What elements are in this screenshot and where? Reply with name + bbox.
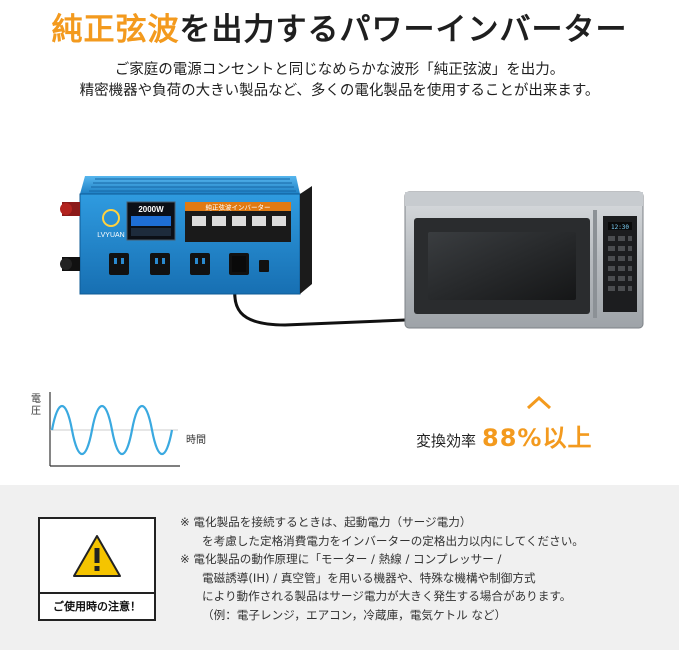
warning-icon: [73, 535, 121, 577]
caret-up-icon: [526, 396, 552, 410]
svg-text:12:30: 12:30: [611, 224, 629, 231]
notice-line: ※ 電化製品を接続するときは、起動電力（サージ電力）: [180, 515, 472, 529]
wave-x-label: 時間: [186, 435, 206, 446]
headline: 純正弦波を出力するパワーインバーター: [0, 4, 679, 49]
warning-caption: ご使用時の注意！: [40, 592, 154, 619]
sine-wave-curve: [50, 405, 174, 455]
notice-panel: ご使用時の注意！ ※ 電化製品を接続するときは、起動電力（サージ電力） を考慮し…: [0, 485, 679, 650]
intro-line-2: 精密機器や負荷の大きい製品など、多くの電化製品を使用することが出来ます。: [79, 83, 600, 99]
headline-accent: 純正弦波: [51, 12, 180, 48]
intro-line-1: ご家庭の電源コンセントと同じなめらかな波形「純正弦波」を出力。: [114, 62, 565, 78]
notice-line: （例：電子レンジ，エアコン，冷蔵庫，電気ケトル など）: [202, 607, 507, 622]
sine-wave-graph: [49, 392, 180, 467]
notice-line: により動作される製品はサージ電力が大きく発生する場合があります。: [202, 589, 572, 603]
product-photo: LVYUAN 2000W 純正弦波インバーター: [60, 176, 644, 329]
sine-wave-diagram: 電圧 時間: [20, 388, 250, 478]
wattage-label: 2000W: [138, 205, 164, 214]
efficiency-label: 変換効率: [416, 432, 477, 450]
warning-box: ご使用時の注意！: [38, 517, 156, 621]
brand-label: LVYUAN: [97, 232, 125, 239]
efficiency-callout: 変換効率 88%以上: [416, 418, 592, 452]
notice-line: 電磁誘導(IH) / 真空管」を用いる機器や、特殊な機構や制御方式: [202, 570, 536, 585]
intro-text: ご家庭の電源コンセントと同じなめらかな波形「純正弦波」を出力。 精密機器や負荷の…: [0, 60, 679, 102]
wave-y-label: 電圧: [31, 394, 41, 417]
notice-notes: ※ 電化製品を接続するときは、起動電力（サージ電力） を考慮した定格消費電力をイ…: [180, 513, 660, 624]
microwave-illustration: 12:30: [404, 191, 644, 329]
inverter-illustration: LVYUAN 2000W 純正弦波インバーター: [60, 176, 312, 295]
headline-rest: を出力するパワーインバーター: [179, 12, 628, 48]
screen-title: 純正弦波インバーター: [206, 203, 271, 212]
efficiency-value: 88%以上: [482, 424, 593, 452]
notice-line: ※ 電化製品の動作原理に「モーター / 熱線 / コンプレッサー /: [180, 552, 502, 566]
notice-line: を考慮した定格消費電力をインバーターの定格出力以内にしてください。: [202, 533, 584, 548]
